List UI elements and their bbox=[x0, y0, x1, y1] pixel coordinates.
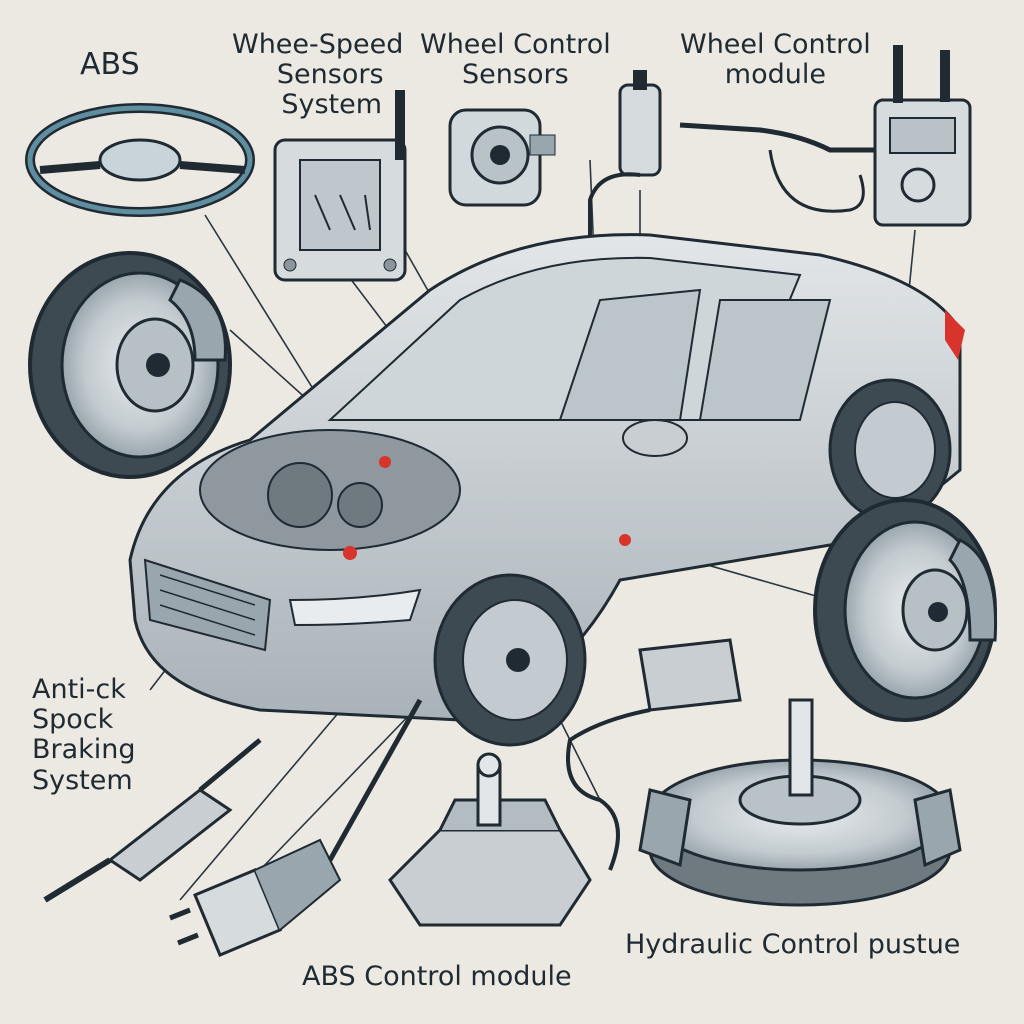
harness-connector-icon bbox=[566, 638, 742, 871]
wheel-control-module-line-2: module bbox=[724, 59, 826, 91]
wheel-control-module-label: Wheel Control module bbox=[680, 29, 871, 91]
wheel-speed-sensor-cable-icon bbox=[43, 738, 262, 903]
wheel-control-module-icon bbox=[679, 45, 972, 227]
wheel-control-sensors-label: Wheel Control Sensors bbox=[420, 29, 611, 91]
car-body-illustration bbox=[128, 233, 965, 747]
anti-lock-line-2: Spock bbox=[32, 704, 114, 736]
wheel-control-sensors-line-1: Wheel Control bbox=[420, 29, 611, 60]
right-brake-disc-icon bbox=[813, 498, 998, 722]
anti-lock-braking-system-label: Anti-ck Spock Braking System bbox=[32, 674, 136, 796]
wheel-control-sensor-icon bbox=[448, 108, 556, 207]
wheel-speed-sensors-label: Whee-Speed Sensors System bbox=[232, 29, 404, 121]
wheel-speed-sensors-line-3: System bbox=[281, 89, 383, 121]
hydraulic-control-label: Hydraulic Control pustue bbox=[625, 929, 961, 960]
wheel-speed-sensors-line-2: Sensors bbox=[276, 59, 384, 91]
wheel-speed-sensors-line-1: Whee-Speed bbox=[232, 29, 404, 60]
abs-control-module-label: ABS Control module bbox=[302, 961, 572, 992]
steering-wheel-icon bbox=[25, 103, 255, 217]
left-brake-disc-icon bbox=[28, 251, 232, 479]
wheel-control-sensors-line-2: Sensors bbox=[462, 59, 569, 91]
abs-control-module-icon bbox=[388, 752, 592, 927]
sensor-connector-icon bbox=[588, 70, 662, 400]
anti-lock-line-1: Anti-ck bbox=[32, 674, 126, 705]
anti-lock-line-3: Braking bbox=[32, 734, 136, 766]
wheel-speed-sensor-module-icon bbox=[273, 90, 407, 282]
abs-label: ABS bbox=[80, 47, 140, 82]
leader-line bbox=[559, 719, 601, 801]
leader-line bbox=[204, 214, 321, 401]
wheel-control-module-line-1: Wheel Control bbox=[680, 29, 871, 60]
hydraulic-control-unit-icon bbox=[638, 698, 962, 907]
abs-plug-icon bbox=[169, 698, 423, 957]
anti-lock-line-4: System bbox=[32, 764, 133, 796]
